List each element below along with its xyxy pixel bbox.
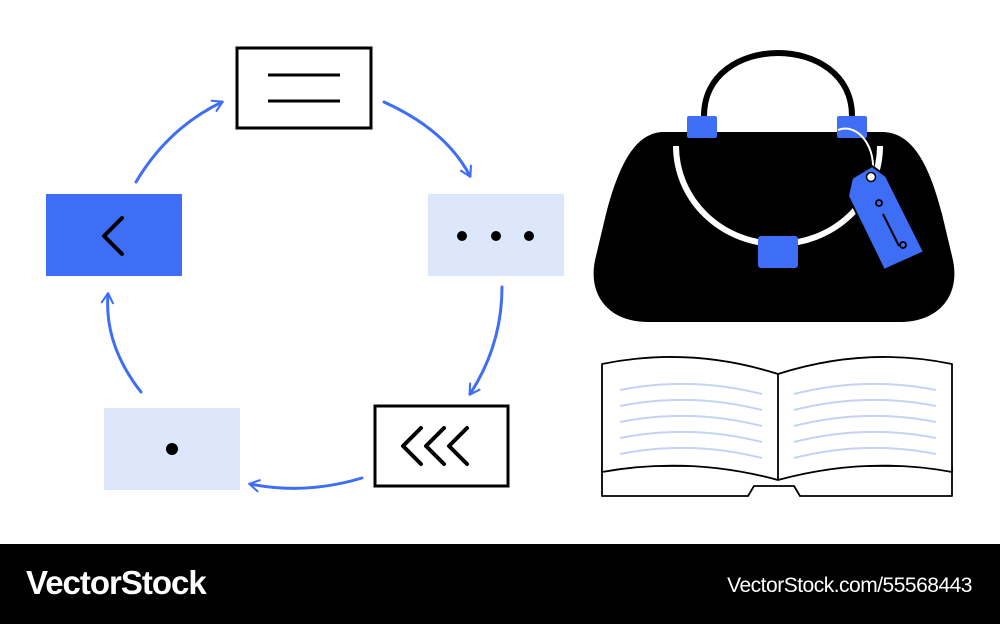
illustration bbox=[46, 46, 955, 497]
brand-logo-text: VectorStock bbox=[26, 564, 207, 601]
chevron-left-card-icon bbox=[46, 194, 182, 276]
footer-bar: VectorStock VectorStock.com/55568443 bbox=[0, 544, 1000, 624]
cycle-arrow-top-right bbox=[382, 100, 472, 178]
cycle-arrows bbox=[100, 99, 504, 493]
cycle-arrow-left bbox=[100, 292, 143, 394]
book-text-lines bbox=[619, 382, 937, 459]
cycle-arrow-right bbox=[468, 285, 504, 396]
lines-card-icon bbox=[235, 46, 373, 130]
dot-card-icon bbox=[104, 408, 240, 490]
triple-chevron-card-icon bbox=[373, 404, 510, 488]
cycle-arrow-bottom bbox=[248, 476, 364, 493]
cycle-arrow-top-left bbox=[134, 99, 224, 184]
price-tag-icon bbox=[837, 127, 925, 271]
open-book-icon bbox=[601, 356, 953, 497]
image-id-text: VectorStock.com/55568443 bbox=[727, 574, 972, 597]
handbag-icon bbox=[593, 50, 955, 322]
ellipsis-card-icon bbox=[428, 194, 564, 276]
